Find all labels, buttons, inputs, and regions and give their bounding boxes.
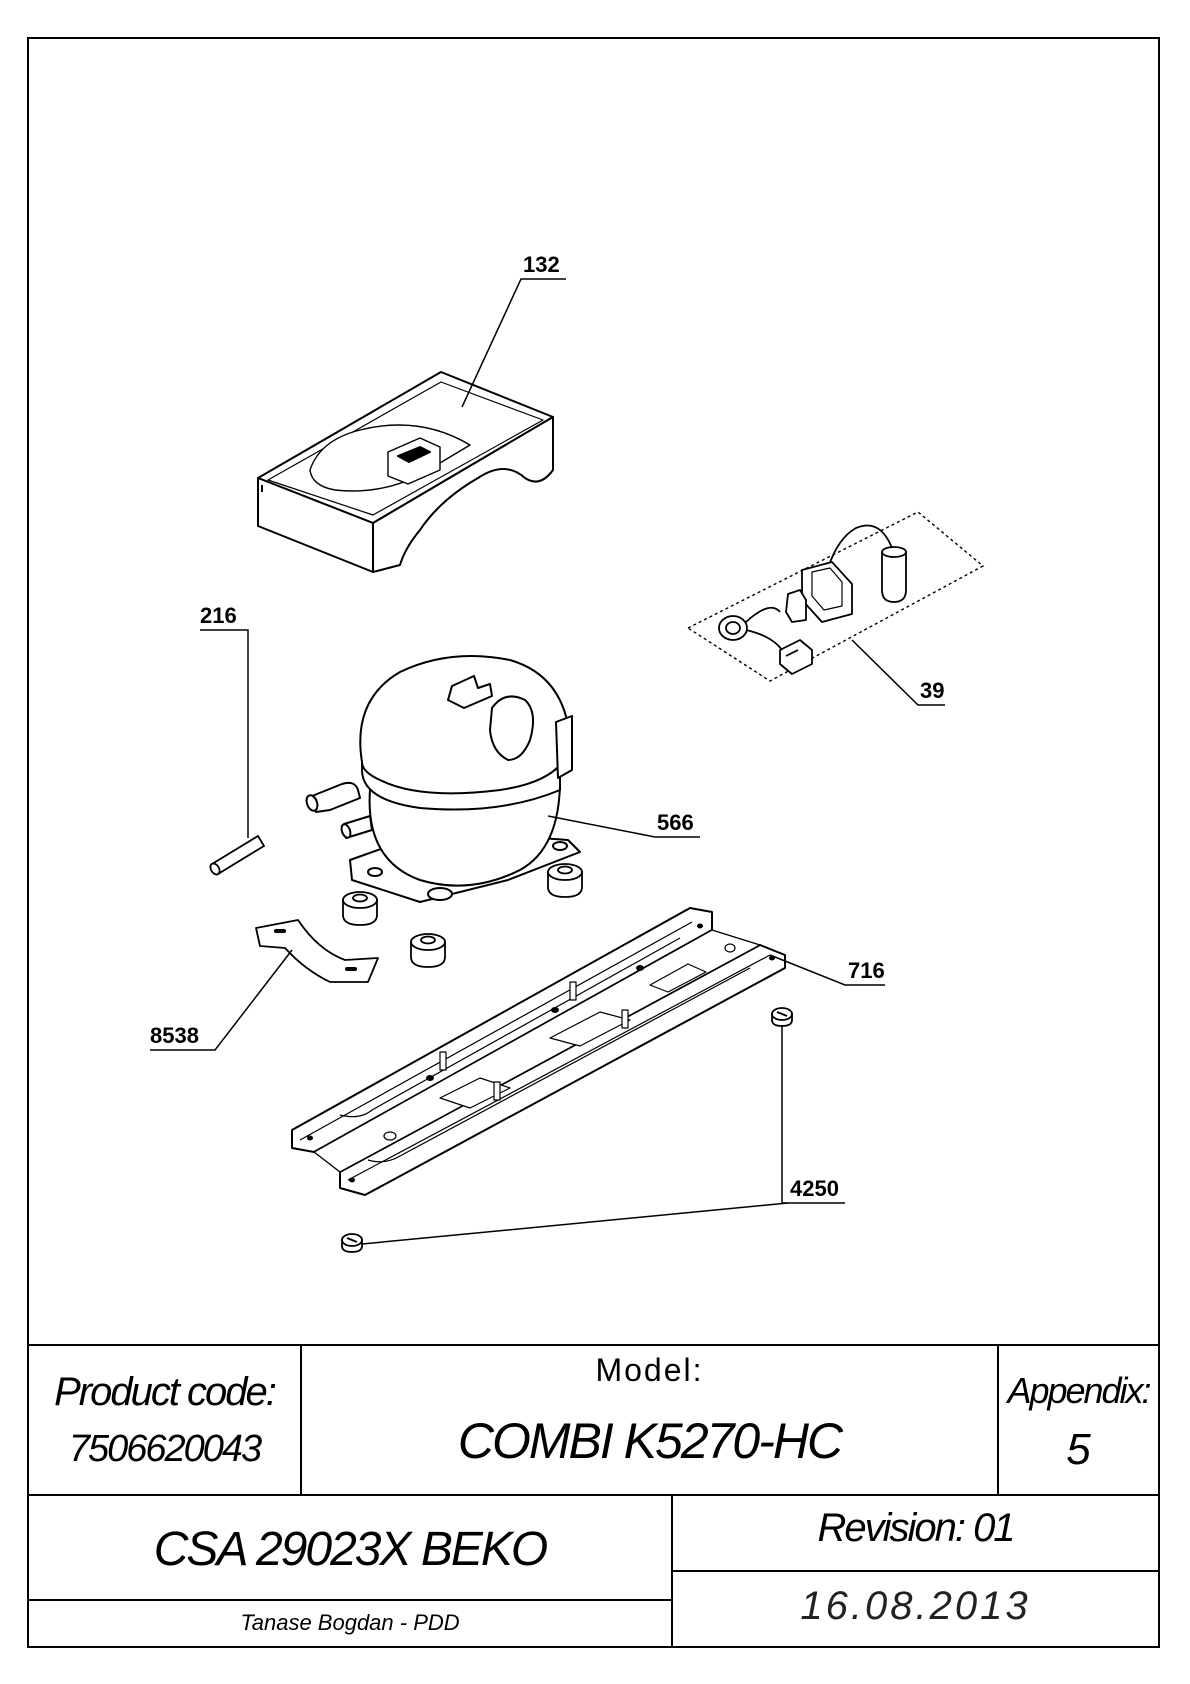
part-566-compressor <box>305 655 581 903</box>
author-name: Tanase Bogdan - PDD <box>240 1610 460 1635</box>
product-code-label: Product code: <box>54 1370 277 1414</box>
part-4250-clips <box>341 1007 793 1253</box>
revision: Revision: 01 <box>817 1506 1015 1550</box>
leader-4250-b <box>361 1202 789 1245</box>
part-8538-strip <box>255 919 379 983</box>
callout-4250: 4250 <box>790 1176 839 1201</box>
model-value: COMBI K5270-HC <box>457 1413 843 1469</box>
callout-8538: 8538 <box>150 1023 199 1048</box>
callout-216: 216 <box>200 603 237 628</box>
grommet-1 <box>342 891 378 926</box>
model-label: Model: <box>595 1352 704 1388</box>
part-216-rod <box>209 834 266 876</box>
rubber-grommets <box>342 863 583 968</box>
appendix-label: Appendix: <box>1007 1370 1151 1411</box>
compressor-model: CSA 29023X BEKO <box>153 1523 548 1576</box>
product-code-value: 7506620043 <box>68 1428 262 1470</box>
clip-lower <box>341 1233 363 1253</box>
title-block-grid <box>28 1344 1159 1647</box>
issue-date: 16.08.2013 <box>800 1584 1031 1628</box>
part-716-base-rails <box>291 907 786 1196</box>
leader-39 <box>851 639 945 706</box>
grommet-2 <box>547 863 583 898</box>
leader-566 <box>547 815 700 838</box>
callout-566: 566 <box>657 810 694 835</box>
clip-upper <box>771 1007 793 1027</box>
callout-39: 39 <box>920 678 944 703</box>
callout-716: 716 <box>848 958 885 983</box>
leader-132 <box>461 278 566 408</box>
part-132-tray <box>257 371 554 573</box>
callout-132: 132 <box>523 252 560 277</box>
leader-716 <box>769 954 885 986</box>
grommet-3 <box>410 933 446 968</box>
appendix-value: 5 <box>1066 1425 1091 1474</box>
leader-8538 <box>150 949 293 1051</box>
drawing-frame <box>27 37 1160 1648</box>
part-39-electrical-kit <box>686 511 985 682</box>
leader-216 <box>200 629 249 838</box>
